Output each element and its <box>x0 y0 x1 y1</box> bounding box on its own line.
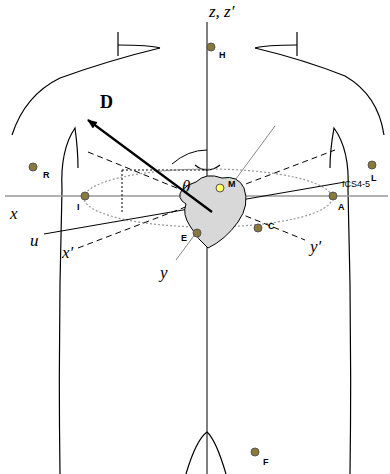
vector-label: D <box>100 93 113 111</box>
electrode-label: C <box>268 222 275 231</box>
projection-line <box>122 170 207 171</box>
electrode-label: I <box>77 203 80 212</box>
heart-shape <box>180 176 246 248</box>
torso-outline <box>12 32 384 474</box>
electrode-label: M <box>228 180 236 189</box>
dipole-vector <box>88 120 212 212</box>
electrode-label: A <box>338 203 345 212</box>
level-label: ICS4-5 <box>342 180 370 189</box>
theta-arc <box>172 150 207 164</box>
projection-line <box>122 170 123 213</box>
axis-label: x′ <box>62 244 73 261</box>
electrode-label: L <box>371 174 377 183</box>
x-prime-axis <box>78 150 335 248</box>
axis-label: y′ <box>310 238 321 255</box>
electrode-dots <box>29 43 376 456</box>
y-axis <box>176 126 275 260</box>
electrode-label: R <box>43 171 50 180</box>
electrode-label: F <box>263 458 269 467</box>
axis-label: y <box>160 264 168 281</box>
electrode-label: H <box>219 51 226 60</box>
axis-label: u <box>30 232 39 249</box>
axis-label: x <box>10 205 18 222</box>
axis-label: z, z′ <box>209 3 234 20</box>
angle-label: θ <box>182 178 190 195</box>
electrode-label: E <box>181 234 187 243</box>
